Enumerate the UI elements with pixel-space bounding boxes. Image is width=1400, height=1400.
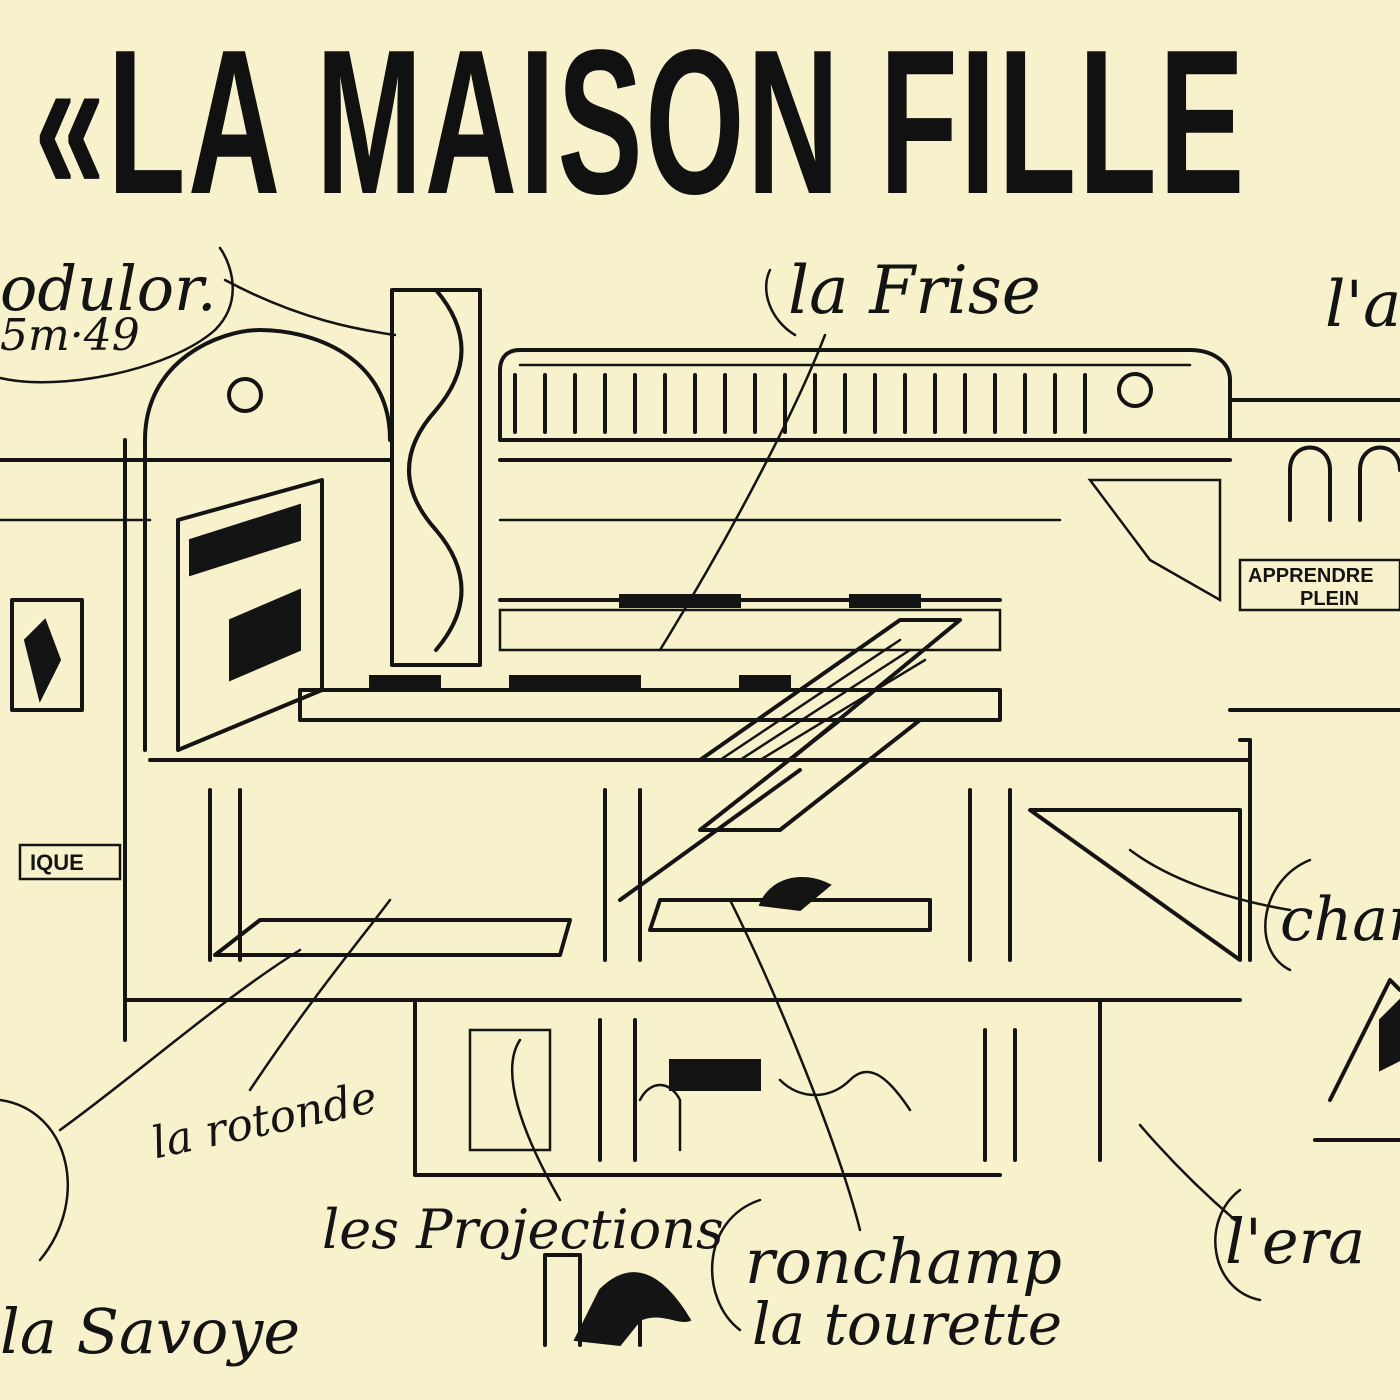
frise-hook <box>765 268 797 337</box>
annotation-ronchamp: ronchamp <box>745 1225 1062 1298</box>
ground-floor-slab <box>123 808 1242 1002</box>
modulor-leader-line <box>223 278 397 337</box>
sign-apprendre: APPRENDRE <box>1248 565 1374 587</box>
first-floor-slab <box>148 675 1252 762</box>
staircase <box>618 618 962 902</box>
basement <box>413 998 1102 1177</box>
right-building <box>1228 398 1400 962</box>
projections-leader <box>510 1038 562 1202</box>
annotation-chan: chan <box>1280 885 1400 955</box>
ronchamp-leader <box>728 898 862 1232</box>
annotation-modulor: odulor. <box>0 252 217 325</box>
savoye-leader <box>58 948 302 1132</box>
annotation-l-ag: l'ag <box>1325 268 1400 342</box>
era-bubble <box>1214 1188 1262 1302</box>
modulor-column <box>390 288 482 667</box>
frieze-arcade <box>498 348 1232 442</box>
sign-plein: PLEIN <box>1300 588 1359 610</box>
annotation-modulor-height: 5m·49 <box>0 310 140 361</box>
leader-lines <box>0 268 1312 1332</box>
modulor-callout-bubble <box>0 246 234 384</box>
rotonde-leader <box>248 898 392 1092</box>
annotation-la-frise: la Frise <box>788 252 1041 329</box>
sign-ique: IQUE <box>30 850 84 875</box>
painting-left <box>10 478 324 752</box>
left-arch-wall <box>0 328 392 1042</box>
annotation-la-tourette: la tourette <box>752 1290 1063 1358</box>
sign-box-left <box>18 843 122 881</box>
tourette-tower-icon <box>1313 978 1400 1142</box>
savoye-bubble <box>0 1098 70 1262</box>
ronchamp-bubble <box>710 1198 762 1332</box>
frise-leader <box>658 333 827 652</box>
columns <box>208 788 1017 1162</box>
annotation-les-projections: les Projections <box>322 1198 724 1261</box>
annotation-l-era: l'era <box>1225 1205 1366 1278</box>
ronchamp-chapel-icon <box>543 1253 692 1347</box>
era-leader <box>1138 1123 1237 1222</box>
annotation-la-savoye: la Savoye <box>0 1295 301 1368</box>
upper-gallery <box>498 458 1232 652</box>
chan-bubble <box>1264 858 1312 972</box>
